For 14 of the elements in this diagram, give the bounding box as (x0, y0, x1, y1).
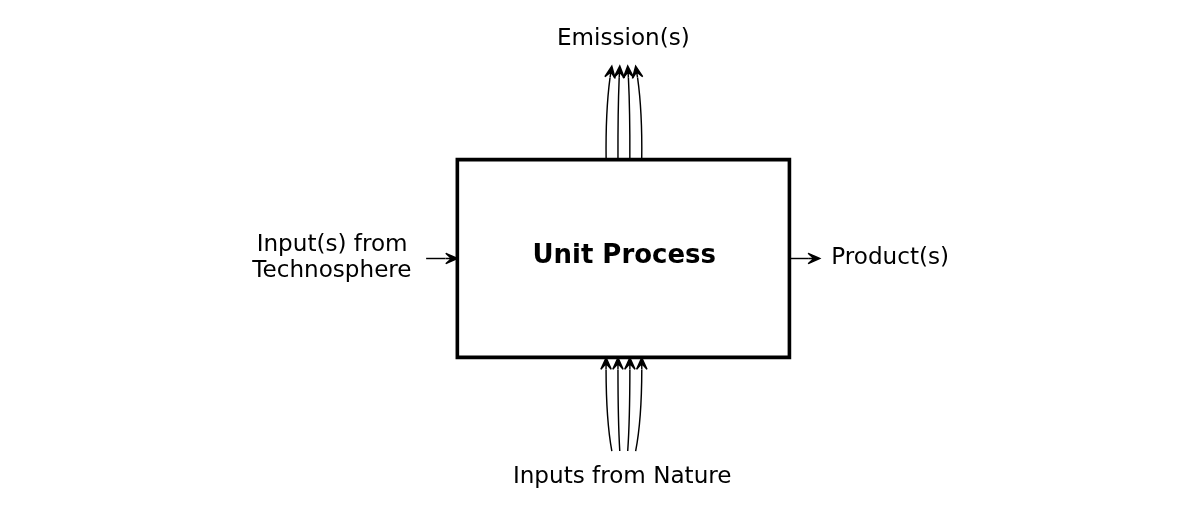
arrow (600, 356, 613, 452)
node-text: Product(s) (831, 242, 950, 269)
arrow (604, 65, 616, 160)
arrow (634, 356, 648, 452)
arrow (631, 65, 644, 160)
arrow (789, 252, 821, 265)
arrow (425, 252, 459, 265)
arrow (612, 356, 624, 452)
node-text: Emission(s) (556, 24, 690, 51)
node-text: Inputs from Nature (512, 461, 732, 488)
arrow (623, 356, 636, 452)
arrow (613, 65, 626, 160)
node-text: Input(s) from Technosphere (252, 229, 412, 282)
node-box: Unit Process (455, 157, 792, 360)
